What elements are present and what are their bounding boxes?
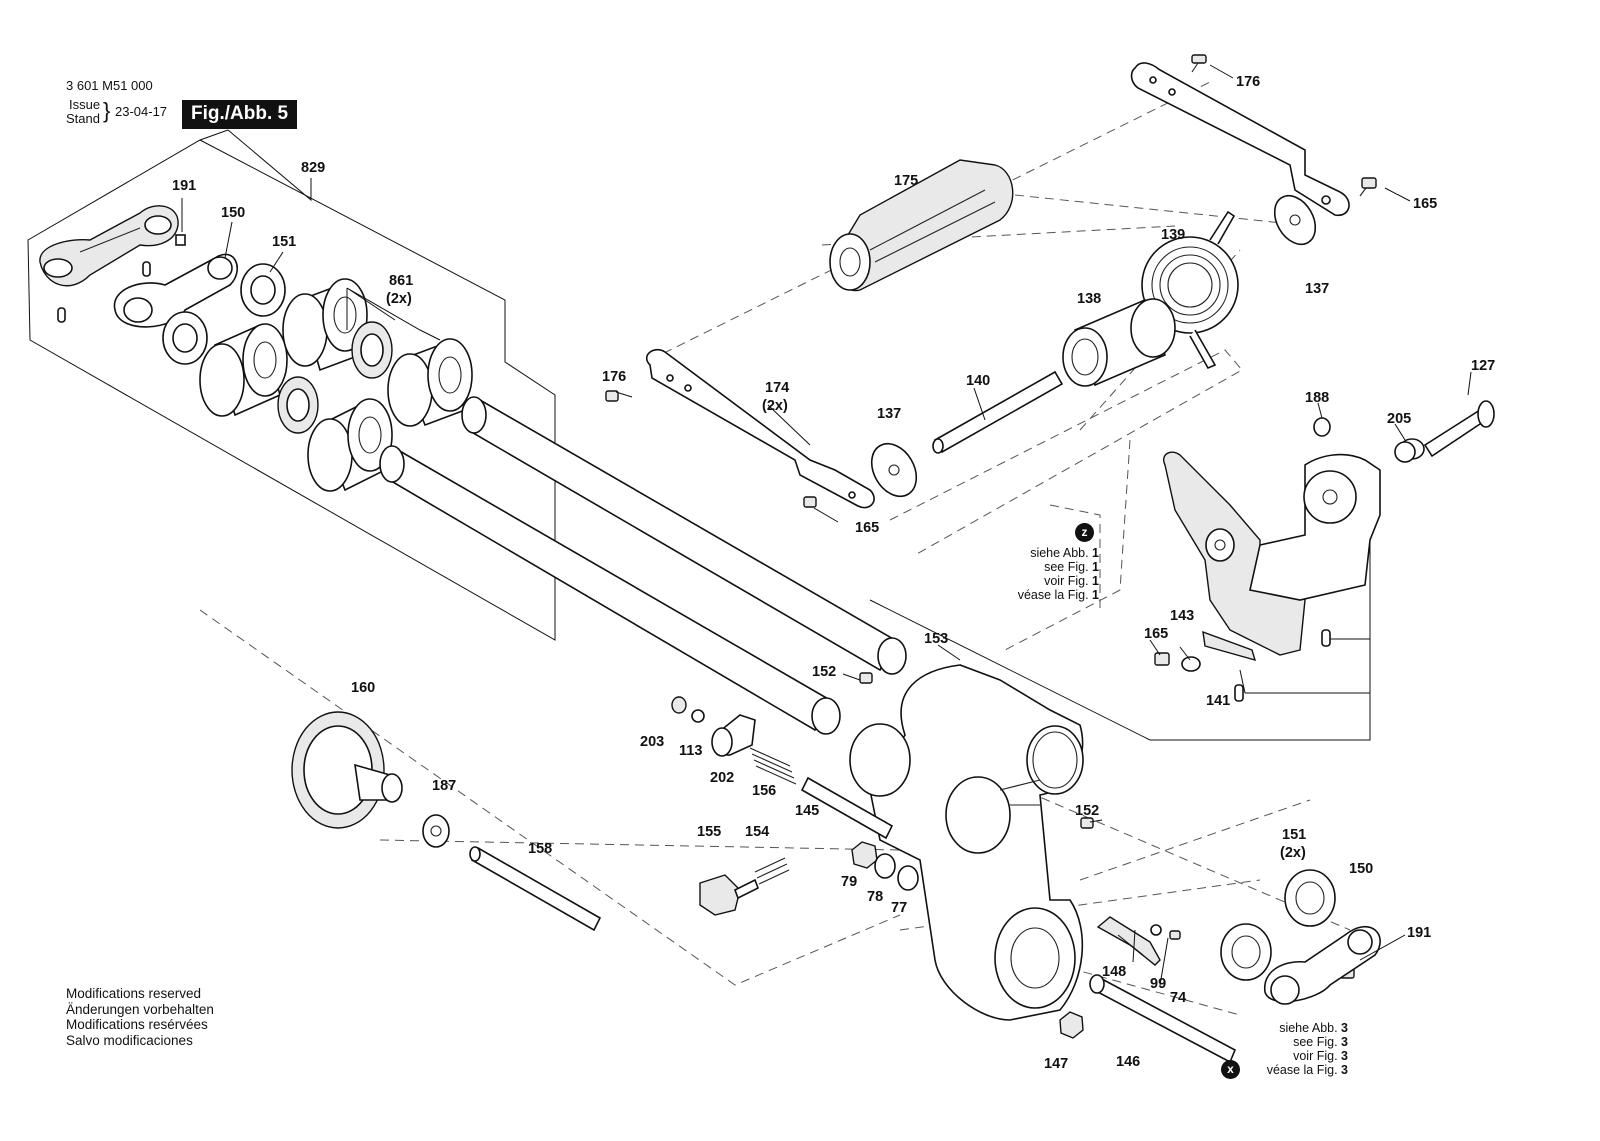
guide-tubes	[379, 396, 907, 735]
label-202: 202	[710, 770, 734, 786]
label-861: 861	[389, 273, 413, 289]
label-137b: 137	[877, 406, 901, 422]
spring-156	[749, 747, 894, 840]
label-160: 160	[351, 680, 375, 696]
label-176a: 176	[1236, 74, 1260, 90]
label-140: 140	[966, 373, 990, 389]
label-79: 79	[841, 874, 857, 890]
label-150a: 150	[221, 205, 245, 221]
strap-top	[1130, 62, 1350, 217]
issue-label: Issue	[69, 97, 101, 112]
bushings	[199, 278, 473, 492]
label-77: 77	[891, 900, 907, 916]
label-156: 156	[752, 783, 776, 799]
modifications-line: Änderungen vorbehalten	[66, 1001, 214, 1017]
label-146: 146	[1116, 1054, 1140, 1070]
label-158: 158	[528, 841, 552, 857]
label-165b: 165	[855, 520, 879, 536]
nuts-washers	[851, 841, 919, 891]
washer-set-right	[1220, 869, 1381, 1005]
label-151b: 151	[1282, 827, 1306, 843]
label-152a: 152	[812, 664, 836, 680]
label-152b: 152	[1075, 803, 1099, 819]
washers-left	[162, 263, 286, 365]
label-174-qty: (2x)	[762, 398, 788, 414]
label-154: 154	[745, 824, 769, 840]
label-174: 174	[765, 380, 789, 396]
washer-plate-left	[113, 253, 239, 328]
label-188: 188	[1305, 390, 1329, 406]
label-137a: 137	[1305, 281, 1329, 297]
label-147: 147	[1044, 1056, 1068, 1072]
reference-z-marker: z	[1075, 523, 1094, 542]
part-number-labels: 829 191 150 151 861 (2x) 175 176 165 139…	[172, 74, 1495, 1072]
link-lever-left	[39, 205, 186, 323]
label-145: 145	[795, 803, 819, 819]
label-113: 113	[679, 743, 702, 759]
label-148: 148	[1102, 964, 1126, 980]
bush-and-rod	[422, 814, 602, 932]
modifications-line: Modifications resérvées	[66, 1017, 208, 1032]
nut-and-shaft	[1059, 974, 1237, 1064]
label-139: 139	[1161, 227, 1185, 243]
doc-number: 3 601 M51 000	[66, 78, 153, 93]
label-203: 203	[640, 734, 664, 750]
label-861-qty: (2x)	[386, 291, 412, 307]
label-155: 155	[697, 824, 721, 840]
label-127: 127	[1471, 358, 1495, 374]
label-78: 78	[867, 889, 883, 905]
reference-z: siehe Abb. 1 see Fig. 1 voir Fig. 1 véas…	[1017, 546, 1099, 602]
clamp-small-parts	[671, 696, 756, 757]
label-191b: 191	[1407, 925, 1431, 941]
handle-grip	[829, 159, 1014, 292]
label-829: 829	[301, 160, 325, 176]
knob-155	[699, 857, 790, 916]
label-175: 175	[894, 173, 918, 189]
label-165c: 165	[1144, 626, 1168, 642]
pin-140	[932, 370, 1064, 454]
bolt-127	[1394, 400, 1495, 463]
label-150b: 150	[1349, 861, 1373, 877]
label-176b: 176	[602, 369, 626, 385]
assembly-guide-lines	[199, 81, 1351, 1016]
screws	[605, 54, 1377, 979]
strap-middle	[645, 348, 875, 509]
reference-x: siehe Abb. 3 see Fig. 3 voir Fig. 3 véas…	[1266, 1021, 1348, 1077]
label-151a: 151	[272, 234, 296, 250]
spring-discs	[870, 194, 1317, 498]
label-153: 153	[924, 631, 948, 647]
label-143: 143	[1170, 608, 1194, 624]
label-138: 138	[1077, 291, 1101, 307]
leader-lines	[181, 64, 1472, 986]
brace-icon: }	[103, 98, 111, 123]
knob-160	[291, 711, 403, 829]
label-74: 74	[1170, 990, 1186, 1006]
modifications-line: Modifications reserved	[66, 986, 202, 1001]
issue-date: 23-04-17	[115, 104, 168, 119]
bracket-assembly	[1163, 417, 1381, 702]
label-165a: 165	[1413, 196, 1437, 212]
label-205: 205	[1387, 411, 1411, 427]
label-151b-qty: (2x)	[1280, 845, 1306, 861]
modifications-notice: Modifications reserved Änderungen vorbeh…	[66, 986, 214, 1048]
label-191a: 191	[172, 178, 196, 194]
reference-x-marker: x	[1221, 1060, 1240, 1079]
stand-label: Stand	[66, 111, 100, 126]
main-housing	[849, 664, 1084, 1021]
label-187: 187	[432, 778, 456, 794]
roller	[1062, 298, 1176, 387]
label-99: 99	[1150, 976, 1166, 992]
figure-label: Fig./Abb. 5	[182, 100, 298, 129]
label-141: 141	[1206, 693, 1230, 709]
modifications-line: Salvo modificaciones	[66, 1032, 193, 1048]
